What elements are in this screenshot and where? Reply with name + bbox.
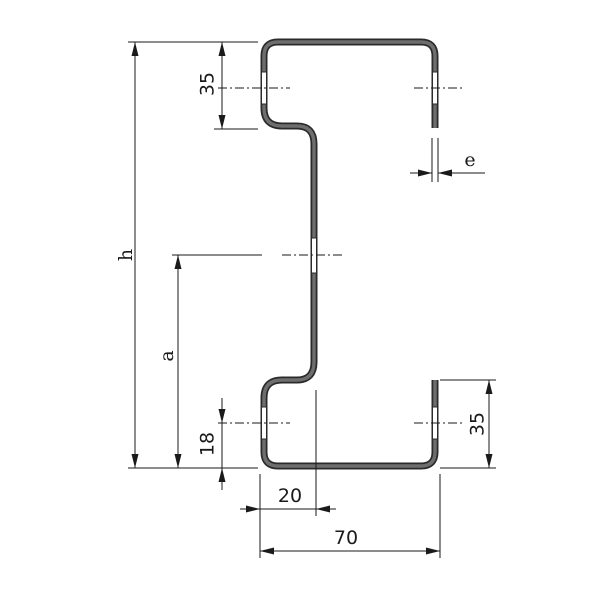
profile-shade — [262, 40, 437, 468]
dimension-bottom-lip-label: 35 — [467, 412, 489, 436]
dimension-thickness: e — [410, 138, 485, 182]
profile-section — [260, 38, 439, 470]
center-lines — [218, 87, 462, 424]
dimension-a-label: a — [156, 350, 178, 361]
profile-outline — [260, 38, 439, 470]
dimension-h-label: h — [115, 249, 137, 261]
dimension-flange-width: 70 — [259, 474, 441, 558]
dimension-hole-offset: 18 — [197, 398, 226, 490]
dimension-hole-offset-label: 18 — [197, 432, 219, 456]
dimension-top-lip: 35 — [197, 41, 258, 130]
dimension-flange-step-label: 20 — [278, 485, 302, 507]
dimension-thickness-label: e — [464, 149, 475, 171]
dimension-flange-width-label: 70 — [334, 527, 358, 549]
dimension-a: a — [156, 254, 262, 468]
dimension-top-lip-label: 35 — [197, 72, 219, 96]
dimension-flange-step: 20 — [240, 390, 336, 516]
dimension-bottom-lip: 35 — [440, 379, 496, 469]
